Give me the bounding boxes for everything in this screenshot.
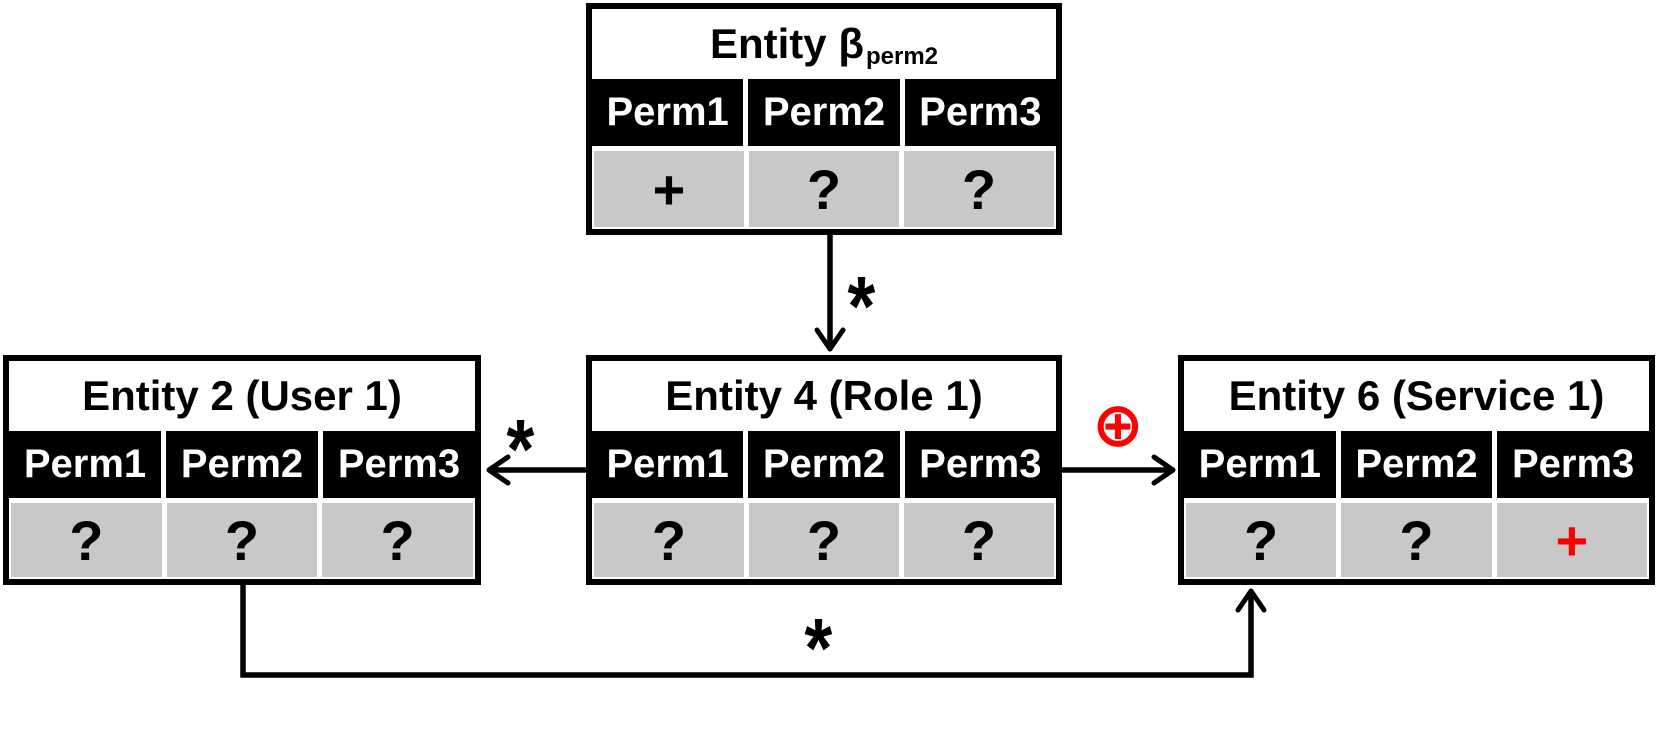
perm2-column-header: Perm2: [1340, 431, 1493, 498]
entity-beta-title-text: Entity β: [709, 20, 864, 67]
entity-6-title: Entity 6 (Service 1): [1184, 361, 1649, 431]
entity-beta-value-row: + ? ?: [592, 146, 1056, 229]
edge-label-asterisk-bottom: *: [804, 601, 833, 695]
perm1-column-header: Perm1: [592, 431, 744, 498]
entity-2-title-text: Entity 2 (User 1): [82, 372, 402, 419]
perm3-value-cell: ?: [904, 503, 1054, 577]
perm2-column-header: Perm2: [748, 431, 900, 498]
perm1-value-cell: ?: [1186, 503, 1337, 577]
perm2-value-cell: ?: [749, 151, 899, 227]
edge-entity2-to-entity6: [240, 582, 1267, 678]
perm3-value-cell: ?: [322, 503, 473, 577]
perm3-column-header: Perm3: [1497, 431, 1649, 498]
perm1-column-header: Perm1: [9, 431, 161, 498]
entity-beta-header-row: Perm1 Perm2 Perm3: [592, 79, 1056, 146]
perm2-value-cell: ?: [166, 503, 318, 577]
entity-4-value-row: ? ? ?: [592, 498, 1056, 579]
perm3-column-header: Perm3: [323, 431, 475, 498]
entity-2-table: Entity 2 (User 1) Perm1 Perm2 Perm3 ? ? …: [3, 355, 481, 585]
perm1-column-header: Perm1: [592, 79, 744, 146]
entity-2-title: Entity 2 (User 1): [9, 361, 475, 431]
perm2-value-cell: ?: [1341, 503, 1492, 577]
perm2-value-cell: ?: [749, 503, 899, 577]
entity-6-table: Entity 6 (Service 1) Perm1 Perm2 Perm3 ?…: [1178, 355, 1655, 585]
edge-label-circled-plus: ⊕: [1092, 388, 1144, 461]
perm1-value-cell: ?: [11, 503, 162, 577]
entity-6-value-row: ? ? +: [1184, 498, 1649, 579]
perm2-column-header: Perm2: [748, 79, 900, 146]
entity-6-header-row: Perm1 Perm2 Perm3: [1184, 431, 1649, 498]
perm1-column-header: Perm1: [1184, 431, 1336, 498]
edge-label-asterisk-left: *: [506, 402, 535, 496]
perm1-value-cell: +: [594, 151, 744, 227]
perm1-value-cell: ?: [594, 503, 744, 577]
entity-beta-title-subscript: perm2: [865, 43, 939, 70]
entity-2-value-row: ? ? ?: [9, 498, 475, 579]
perm3-column-header: Perm3: [904, 79, 1056, 146]
entity-4-title-text: Entity 4 (Role 1): [665, 372, 983, 419]
perm3-value-cell: +: [1496, 503, 1647, 577]
perm3-column-header: Perm3: [904, 431, 1056, 498]
entity-4-table: Entity 4 (Role 1) Perm1 Perm2 Perm3 ? ? …: [586, 355, 1062, 585]
entity-4-header-row: Perm1 Perm2 Perm3: [592, 431, 1056, 498]
edge-label-asterisk-top: *: [847, 259, 876, 353]
perm2-column-header: Perm2: [166, 431, 318, 498]
entity-6-title-text: Entity 6 (Service 1): [1228, 372, 1605, 419]
entity-4-title: Entity 4 (Role 1): [592, 361, 1056, 431]
entity-2-header-row: Perm1 Perm2 Perm3: [9, 431, 475, 498]
perm3-value-cell: ?: [904, 151, 1054, 227]
